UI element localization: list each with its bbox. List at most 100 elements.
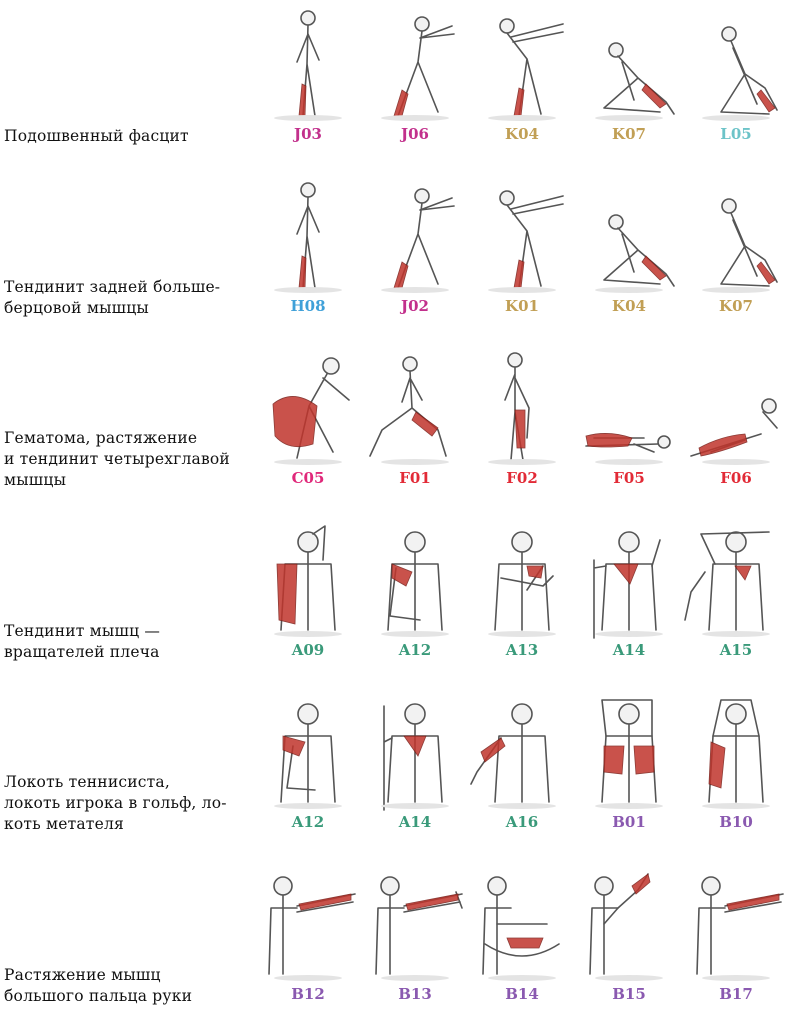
shoulder-muscle bbox=[613, 563, 639, 585]
exercise-code: K07 bbox=[612, 125, 646, 143]
exercise-illustration bbox=[274, 525, 342, 637]
condition-label: Гематома, растяжение и тендинит четырехгл… bbox=[4, 428, 254, 491]
exercise-illustration bbox=[470, 703, 556, 809]
shoulder-muscle bbox=[734, 565, 752, 581]
exercise-cell bbox=[467, 4, 577, 124]
exercise-illustration bbox=[595, 699, 663, 809]
exercise-cell bbox=[360, 520, 470, 640]
calf-muscle bbox=[298, 83, 307, 117]
exercise-code: B14 bbox=[505, 985, 539, 1003]
exercise-code: H08 bbox=[290, 297, 326, 315]
exercise-code: A13 bbox=[505, 641, 539, 659]
exercise-cell bbox=[681, 348, 790, 468]
exercise-code: L05 bbox=[720, 125, 752, 143]
exercise-illustration bbox=[595, 42, 675, 121]
condition-label-line: Гематома, растяжение bbox=[4, 429, 198, 447]
calf-muscle bbox=[513, 259, 525, 289]
exercise-cell bbox=[467, 176, 577, 296]
exercise-code: A12 bbox=[398, 641, 432, 659]
condition-section: Подошвенный фасцит J03 J06 K04 K07 L05 bbox=[0, 0, 790, 172]
condition-label: Тендинит мышц — вращателей плеча bbox=[4, 621, 254, 663]
condition-label-line: мышцы bbox=[4, 471, 67, 489]
exercise-code: F01 bbox=[399, 469, 431, 487]
rotator-cuff-muscle bbox=[391, 563, 413, 587]
exercise-illustration bbox=[381, 531, 449, 637]
exercise-code: J03 bbox=[294, 125, 322, 143]
exercise-illustration bbox=[593, 531, 663, 639]
exercise-code: B01 bbox=[612, 813, 646, 831]
triceps-muscle bbox=[708, 741, 726, 789]
condition-label-line: вращателей плеча bbox=[4, 643, 160, 661]
shoulder-muscle bbox=[403, 735, 427, 757]
exercise-code: J02 bbox=[401, 297, 429, 315]
exercise-cell bbox=[467, 864, 577, 984]
exercise-illustration bbox=[595, 214, 675, 293]
exercise-illustration bbox=[488, 531, 556, 637]
exercise-code: K01 bbox=[505, 297, 539, 315]
condition-label: Подошвенный фасцит bbox=[4, 126, 254, 147]
rotator-cuff-muscle bbox=[282, 735, 306, 757]
exercise-code: F05 bbox=[613, 469, 645, 487]
condition-label-line: Тендинит мышц — bbox=[4, 622, 161, 640]
exercise-illustration bbox=[488, 352, 556, 465]
condition-label-line: Подошвенный фасцит bbox=[4, 127, 189, 145]
calf-muscle bbox=[393, 89, 409, 117]
calf-muscle bbox=[393, 261, 409, 289]
exercise-code: A14 bbox=[398, 813, 432, 831]
exercise-illustration bbox=[274, 182, 342, 293]
exercise-illustration bbox=[369, 356, 449, 465]
calf-muscle bbox=[641, 255, 667, 281]
exercise-code: K04 bbox=[505, 125, 539, 143]
exercise-code: A16 bbox=[505, 813, 539, 831]
exercise-cell bbox=[467, 520, 577, 640]
forearm-muscle bbox=[298, 893, 352, 911]
hand-muscle bbox=[506, 937, 544, 949]
exercise-cell bbox=[574, 4, 684, 124]
exercise-illustration bbox=[702, 699, 770, 809]
exercise-cell bbox=[574, 348, 684, 468]
exercise-cell bbox=[253, 4, 363, 124]
condition-label-line: локоть игрока в гольф, ло- bbox=[4, 794, 227, 812]
calf-muscle bbox=[641, 83, 667, 109]
exercise-code: C05 bbox=[291, 469, 325, 487]
exercise-cell bbox=[681, 176, 790, 296]
exercise-cell bbox=[681, 4, 790, 124]
condition-label-line: Тендинит задней больше- bbox=[4, 278, 221, 296]
condition-label: Тендинит задней больше-берцовой мышцы bbox=[4, 277, 254, 319]
exercise-illustration bbox=[482, 876, 560, 981]
exercise-cell bbox=[574, 864, 684, 984]
condition-label-line: Растяжение мышц bbox=[4, 966, 161, 984]
exercise-illustration bbox=[268, 876, 356, 981]
exercise-cell bbox=[253, 520, 363, 640]
exercise-cell bbox=[574, 692, 684, 812]
quadriceps-muscle bbox=[698, 433, 748, 457]
quadriceps-muscle bbox=[514, 409, 526, 449]
exercise-illustration bbox=[488, 18, 564, 121]
exercise-cell bbox=[253, 348, 363, 468]
calf-muscle bbox=[513, 87, 525, 117]
condition-label-line: и тендинит четырехглавой bbox=[4, 450, 230, 468]
triceps-muscle bbox=[603, 745, 655, 775]
shoulder-muscle bbox=[526, 565, 544, 579]
exercise-code: J06 bbox=[401, 125, 429, 143]
exercise-illustration bbox=[684, 531, 770, 637]
exercise-illustration bbox=[702, 198, 778, 293]
exercise-code: K04 bbox=[612, 297, 646, 315]
condition-label-line: Локоть теннисиста, bbox=[4, 773, 171, 791]
exercise-illustration bbox=[589, 873, 663, 981]
condition-label-line: берцовой мышцы bbox=[4, 299, 149, 317]
exercise-code: A12 bbox=[291, 813, 325, 831]
exercise-illustration bbox=[690, 398, 778, 465]
calf-muscle bbox=[298, 255, 307, 289]
exercise-cell bbox=[681, 692, 790, 812]
exercise-cell bbox=[360, 692, 470, 812]
exercise-code: F02 bbox=[506, 469, 538, 487]
exercise-illustration bbox=[274, 703, 342, 809]
forearm-muscle bbox=[480, 737, 506, 763]
exercise-illustration bbox=[585, 433, 671, 465]
exercise-cell bbox=[360, 348, 470, 468]
thumb-muscle bbox=[631, 873, 651, 895]
